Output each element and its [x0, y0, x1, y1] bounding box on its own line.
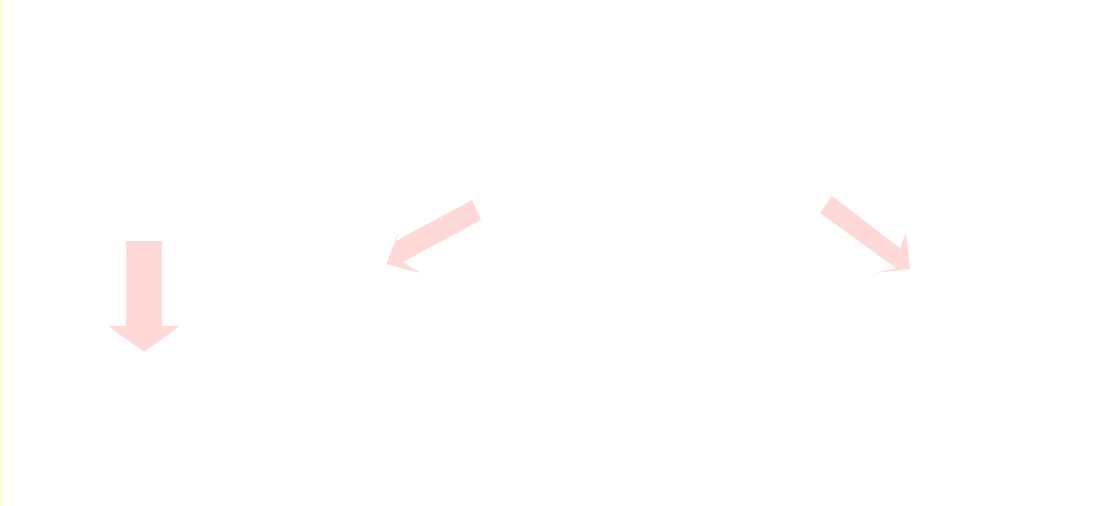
down-right-arrow-icon — [820, 196, 910, 273]
down-arrow-icon — [108, 241, 180, 352]
down-left-arrow-icon — [386, 200, 481, 273]
left-edge-line — [0, 0, 1, 506]
